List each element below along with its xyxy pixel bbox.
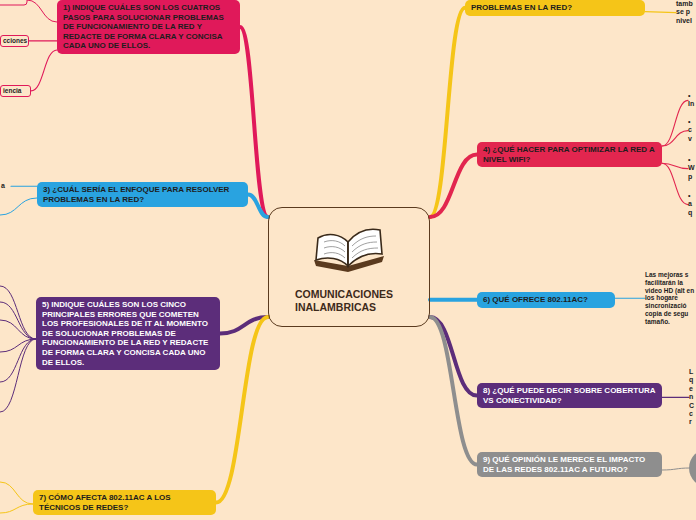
stub-line — [662, 468, 690, 470]
stub-lines — [0, 286, 36, 412]
subtopic-text: Las mejoras s facilitarán la video HD (a… — [645, 271, 696, 326]
branch-line — [430, 298, 477, 302]
topic-box: PROBLEMAS EN LA RED? — [465, 0, 645, 16]
topic-text: Las mejoras s facilitarán la video HD (a… — [645, 271, 696, 326]
topic-title: COMUNICACIONES INALAMBRICAS — [295, 288, 419, 313]
topic-text: cciones — [3, 37, 26, 45]
cut-off-box — [0, 0, 27, 5]
topic-box: 3) ¿CUÁL SERÍA EL ENFOQUE PARA RESOLVER … — [37, 182, 248, 207]
topic-text: iencia — [3, 87, 28, 95]
branch-line — [216, 317, 268, 503]
sub-branch-line — [615, 298, 645, 299]
sub-branch-line — [645, 11, 676, 13]
topic-text: 3) ¿CUÁL SERÍA EL ENFOQUE PARA RESOLVER … — [43, 185, 242, 204]
subtopic-text: tamb se p nivel — [676, 0, 696, 25]
sub-branch-line — [662, 163, 688, 204]
sub-branch-line — [662, 131, 688, 146]
topic-text: • a q — [688, 192, 696, 217]
topic-text: 5) INDIQUE CUÁLES SON LOS CINCO PRINCIPA… — [42, 300, 214, 367]
topic-text: • In — [688, 92, 696, 109]
subtopic-text: L q e n C c r — [689, 368, 696, 427]
central-topic: COMUNICACIONES INALAMBRICAS — [268, 207, 430, 327]
topic-text: 8) ¿QUÉ PUEDE DECIR SOBRE COBERTURA VS C… — [483, 386, 656, 405]
branch-line — [430, 155, 477, 217]
subtopic-box: iencia — [0, 85, 31, 97]
topic-text: • W p — [688, 156, 696, 181]
stub-line — [27, 0, 57, 22]
sub-branch-line — [29, 40, 57, 41]
topic-box: 1) INDIQUE CUÁLES SON LOS CUATROS PASOS … — [57, 0, 240, 54]
branch-line — [248, 195, 268, 217]
topic-text: tamb se p nivel — [676, 0, 696, 25]
topic-text: a — [1, 182, 11, 190]
topic-text: 7) CÓMO AFECTA 802.11AC A LOS TÉCNICOS D… — [39, 493, 210, 512]
book-icon — [314, 229, 384, 272]
topic-text: 4) ¿QUÉ HACER PARA OPTIMIZAR LA RED A NI… — [483, 145, 656, 164]
subtopic-text: • In — [688, 92, 696, 109]
topic-text: • c v — [688, 118, 696, 143]
topic-box: 6) QUÉ OFRECE 802.11AC? — [477, 292, 615, 308]
branch-line — [430, 8, 465, 217]
sub-branch-line — [31, 50, 57, 91]
sub-branch-line — [662, 100, 688, 146]
topic-box: 8) ¿QUÉ PUEDE DECIR SOBRE COBERTURA VS C… — [477, 383, 662, 408]
topic-text: 6) QUÉ OFRECE 802.11AC? — [483, 295, 609, 305]
subtopic-text: • c v — [688, 118, 696, 143]
sub-branch-line — [662, 397, 689, 398]
topic-text: 1) INDIQUE CUÁLES SON LOS CUATROS PASOS … — [63, 3, 234, 51]
topic-text: L q e n C c r — [689, 368, 696, 427]
subtopic-text: • a q — [688, 192, 696, 217]
topic-box: 4) ¿QUÉ HACER PARA OPTIMIZAR LA RED A NI… — [477, 142, 662, 167]
topic-text: PROBLEMAS EN LA RED? — [471, 3, 639, 13]
topic-box: 9) QUÉ OPINIÓN LE MERECE EL IMPACTO DE L… — [477, 452, 662, 477]
branch-line — [430, 317, 477, 465]
sub-branch-line — [11, 186, 37, 187]
cut-off-node — [689, 449, 696, 487]
topic-box: 7) CÓMO AFECTA 802.11AC A LOS TÉCNICOS D… — [33, 490, 216, 515]
subtopic-box: cciones — [0, 35, 29, 47]
subtopic-text: • W p — [688, 156, 696, 181]
topic-box: 5) INDIQUE CUÁLES SON LOS CINCO PRINCIPA… — [36, 297, 220, 370]
stub-lines — [0, 482, 33, 513]
topic-text: 9) QUÉ OPINIÓN LE MERECE EL IMPACTO DE L… — [483, 455, 656, 474]
stub-line — [0, 198, 37, 215]
subtopic-text: a — [1, 182, 11, 190]
